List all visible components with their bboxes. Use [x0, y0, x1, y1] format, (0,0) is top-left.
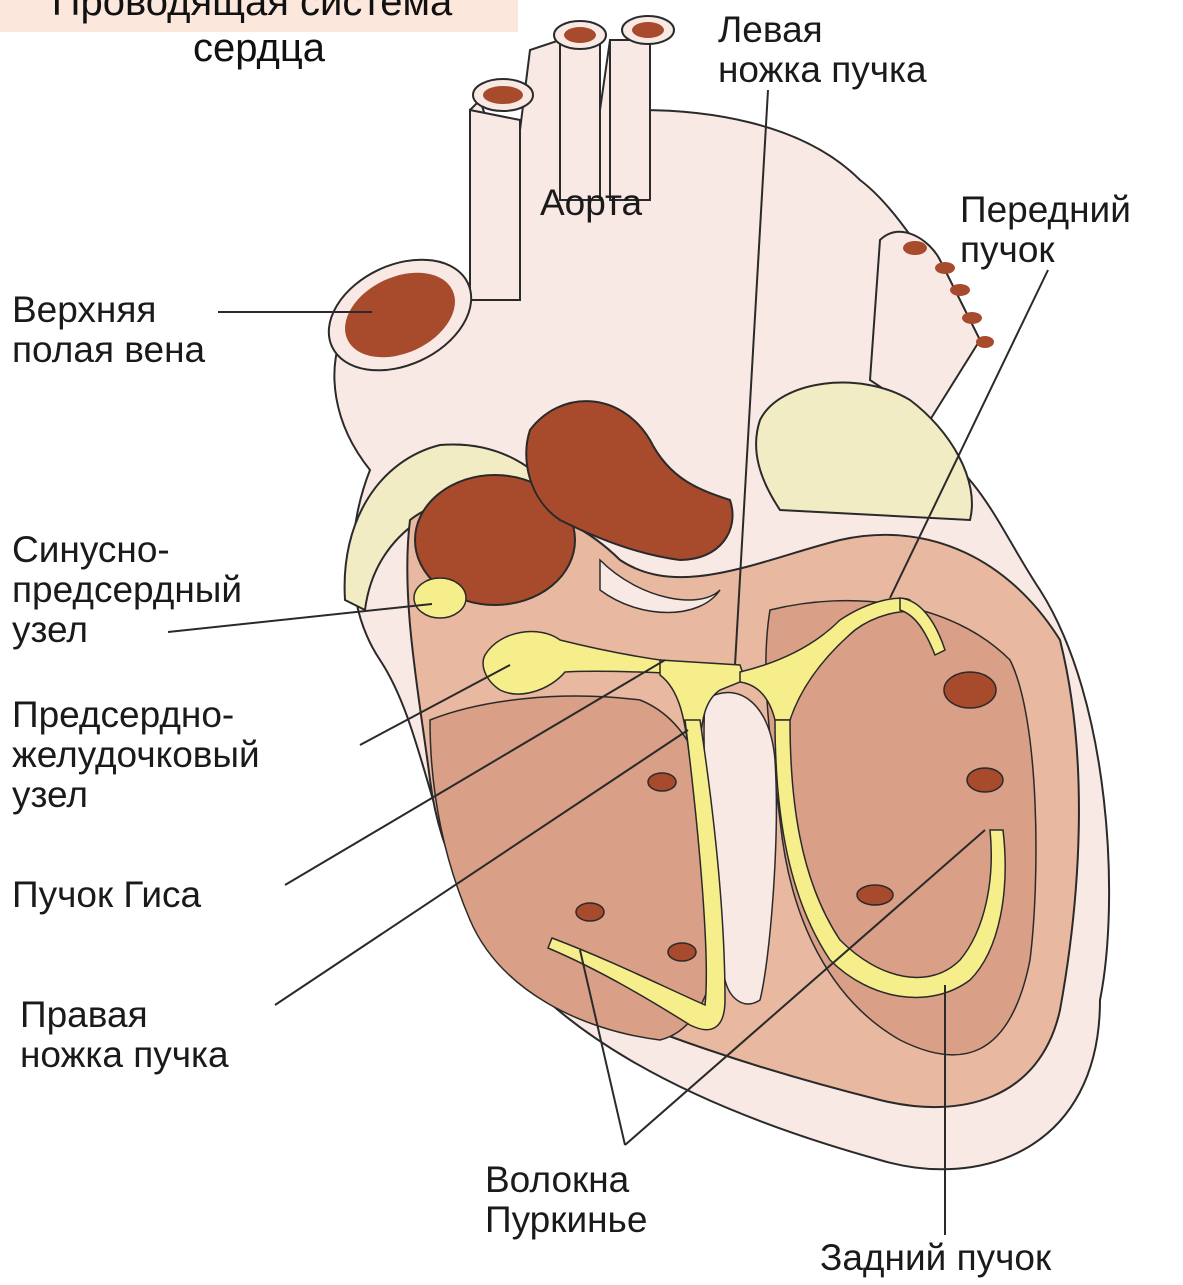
right-ventricle-chamber	[430, 696, 720, 1040]
vessel-lumen-2	[564, 27, 596, 43]
vessel-lumen-1	[483, 86, 523, 104]
label-atrioventricular-node: Предсердно- желудочковый узел	[12, 695, 260, 815]
diagram-title-line2: сердца	[0, 28, 518, 68]
label-sinoatrial-node: Синусно- предсердный узел	[12, 530, 242, 650]
label-right-bundle-branch: Правая ножка пучка	[20, 995, 229, 1075]
sinoatrial-node-shape	[414, 578, 466, 618]
pulm-vein-lumen-1	[903, 241, 927, 255]
label-bundle-of-his: Пучок Гиса	[12, 875, 201, 915]
pulm-vein-lumen-3	[950, 284, 970, 296]
label-purkinje-fibers: Волокна Пуркинье	[485, 1160, 647, 1240]
pulm-vein-lumen-4	[962, 312, 982, 324]
papillary-muscle-4	[648, 773, 676, 791]
papillary-muscle-2	[967, 768, 1003, 792]
diagram-title-line1: Проводящая система	[0, 0, 522, 22]
pulm-vein-lumen-5	[976, 336, 994, 348]
vessel-lumen-3	[632, 22, 664, 38]
label-superior-vena-cava: Верхняя полая вена	[12, 290, 205, 370]
papillary-muscle-1	[944, 672, 996, 708]
papillary-muscle-3	[857, 885, 893, 905]
papillary-muscle-5	[576, 903, 604, 921]
label-posterior-fascicle: Задний пучок	[820, 1238, 1051, 1278]
papillary-muscle-6	[668, 943, 696, 961]
label-left-bundle-branch: Левая ножка пучка	[718, 10, 927, 90]
label-aorta: Аорта	[540, 183, 642, 223]
label-anterior-fascicle: Передний пучок	[960, 190, 1131, 270]
pulm-vein-lumen-2	[935, 262, 955, 274]
